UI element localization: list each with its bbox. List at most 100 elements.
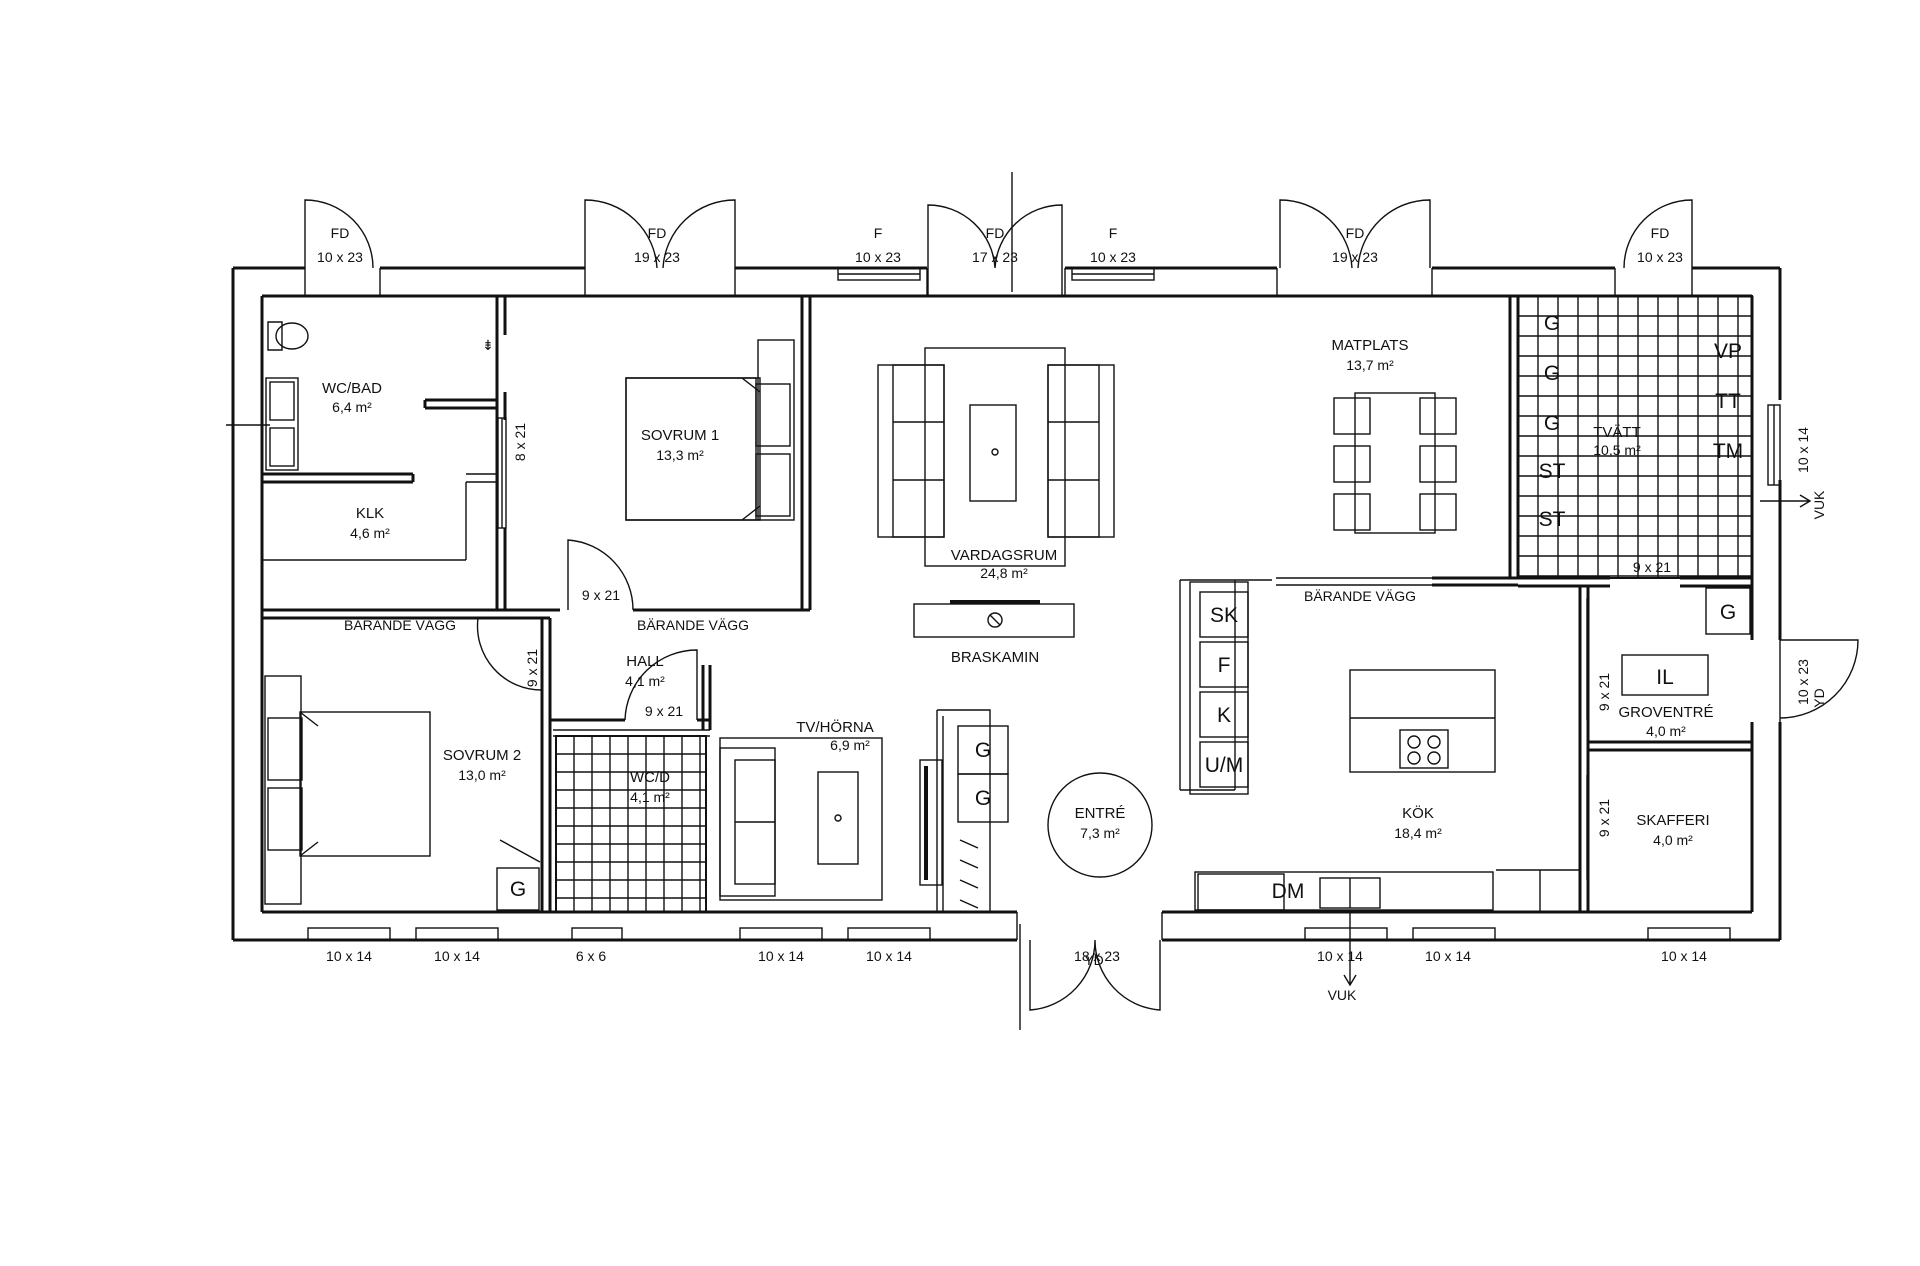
barande-vagg-label-1: BÄRANDE VÄGG	[344, 617, 456, 633]
right-door-label: 10 x 23	[1795, 659, 1811, 705]
sovrum1-door-label: 9 x 21	[582, 587, 620, 603]
sovrum2-door	[476, 617, 543, 691]
wc-bad-door	[497, 417, 507, 529]
kitchen-column	[1189, 581, 1249, 795]
sovrum2-cabinet: G	[510, 878, 526, 901]
entre-name: ENTRÉ	[1075, 805, 1126, 822]
kitchen-f: F	[1218, 654, 1231, 677]
outer-walls	[231, 266, 1782, 942]
tvatt-appliance-4: ST	[1539, 460, 1566, 483]
wc-bad-name: WC/BAD	[322, 380, 382, 397]
hall-name: HALL	[626, 653, 664, 670]
bottom-window-7-label: 10 x 14	[1425, 948, 1471, 964]
vuk-arrow-right	[1760, 494, 1812, 508]
kitchen-k: K	[1217, 704, 1231, 727]
top-opening-5-type: F	[1109, 225, 1118, 241]
sovrum2-name: SOVRUM 2	[443, 747, 521, 764]
entre-cabinet-1: G	[975, 739, 991, 762]
dishwasher: DM	[1272, 880, 1305, 903]
skafferi-door	[1579, 775, 1588, 880]
tvatt-appliance-tm: TM	[1713, 440, 1743, 463]
tvatt-appliance-2: G	[1544, 362, 1560, 385]
top-door-swings	[304, 172, 1693, 296]
top-opening-labels: FD 10 x 23 FD 19 x 23 F 10 x 23 FD 17 x …	[317, 225, 1683, 265]
bottom-window-4-label: 10 x 14	[758, 948, 804, 964]
sovrum1-area: 13,3 m²	[656, 447, 704, 463]
tvatt-appliance-5: ST	[1539, 508, 1566, 531]
bottom-window-2-label: 10 x 14	[434, 948, 480, 964]
room-labels: WC/BAD 6,4 m² KLK 4,6 m² SOVRUM 1 13,3 m…	[322, 337, 1714, 848]
top-opening-4-type: FD	[986, 225, 1005, 241]
top-opening-3-type: F	[874, 225, 883, 241]
right-window-label: 10 x 14	[1795, 427, 1811, 473]
hall-door	[624, 649, 698, 721]
top-opening-7-type: FD	[1651, 225, 1670, 241]
skafferi-door-label: 9 x 21	[1596, 799, 1612, 837]
tvatt-appliance-vp: VP	[1714, 340, 1742, 363]
sovrum2-door-label: 9 x 21	[524, 649, 540, 687]
top-opening-4-size: 17 x 23	[972, 249, 1018, 265]
wcd-name: WC/D	[630, 769, 670, 786]
kok-name: KÖK	[1402, 804, 1434, 822]
tvatt-appliance-3: G	[1544, 412, 1560, 435]
bottom-window-labels: 10 x 14 10 x 14 6 x 6 10 x 14 10 x 14 18…	[326, 948, 1707, 964]
bottom-window-3-label: 6 x 6	[576, 948, 607, 964]
top-opening-2-type: FD	[648, 225, 667, 241]
matplats-area: 13,7 m²	[1346, 357, 1394, 373]
tvatt-area: 10,5 m²	[1593, 442, 1641, 458]
bottom-windows	[307, 927, 1731, 941]
vardagsrum-name: VARDAGSRUM	[951, 547, 1057, 564]
top-opening-7-size: 10 x 23	[1637, 249, 1683, 265]
tv-horna-area: 6,9 m²	[830, 737, 870, 753]
braskamin-label: BRASKAMIN	[951, 649, 1039, 666]
bottom-window-8-label: 10 x 14	[1661, 948, 1707, 964]
kok-area: 18,4 m²	[1394, 825, 1442, 841]
sovrum2-bed	[264, 675, 541, 911]
kitchen-um: U/M	[1205, 754, 1244, 777]
skafferi-name: SKAFFERI	[1636, 812, 1709, 829]
vuk-label-bottom: VUK	[1328, 987, 1357, 1003]
tv-horna-furniture	[719, 737, 943, 901]
top-opening-6-type: FD	[1346, 225, 1365, 241]
vardagsrum-furniture	[877, 347, 1115, 567]
top-window-2	[1071, 267, 1155, 281]
sovrum2-area: 13,0 m²	[458, 767, 506, 783]
barande-vagg-label-2: BÄRANDE VÄGG	[637, 617, 749, 633]
sovrum1-bed	[625, 339, 795, 521]
entre-cabinets	[957, 725, 1009, 909]
groventre-area: 4,0 m²	[1646, 723, 1686, 739]
bottom-window-5-label: 10 x 14	[866, 948, 912, 964]
top-opening-2-size: 19 x 23	[634, 249, 680, 265]
kitchen-sk: SK	[1210, 604, 1238, 627]
main-door-label: 18 x 23	[1074, 948, 1120, 964]
bottom-window-1-label: 10 x 14	[326, 948, 372, 964]
wcd-tiles	[555, 735, 707, 913]
wc-bad-area: 6,4 m²	[332, 399, 372, 415]
light-icon: ⇟	[482, 337, 494, 353]
klk-area: 4,6 m²	[350, 525, 390, 541]
tv-horna-name: TV/HÖRNA	[796, 718, 874, 736]
entre-cabinet-2: G	[975, 787, 991, 810]
vuk-arrow-bottom	[1343, 910, 1357, 987]
yd-label-right: YD	[1811, 688, 1827, 707]
top-window-1	[837, 267, 921, 281]
yd-label-bottom: YD	[1084, 952, 1103, 968]
tvatt-appliance-1: G	[1544, 312, 1560, 335]
other-labels: BÄRANDE VÄGG BÄRANDE VÄGG BÄRANDE VÄGG B…	[344, 490, 1827, 1003]
kitchen-island	[1349, 669, 1496, 773]
matplats-table	[1333, 392, 1457, 534]
top-opening-6-size: 19 x 23	[1332, 249, 1378, 265]
groventre-bench: IL	[1656, 666, 1674, 689]
door-labels: 8 x 21 9 x 21 9 x 21 9 x 21 9 x 21 9 x 2…	[512, 423, 1811, 837]
klk-name: KLK	[356, 505, 384, 522]
groventre-fixtures	[1621, 587, 1751, 696]
wc-bad-door-label: 8 x 21	[512, 423, 528, 461]
skafferi-area: 4,0 m²	[1653, 832, 1693, 848]
tvatt-door-label: 9 x 21	[1633, 559, 1671, 575]
hall-area: 4,1 m²	[625, 673, 665, 689]
groventre-door-label: 9 x 21	[1596, 673, 1612, 711]
main-door	[1019, 924, 1161, 1030]
top-opening-1-type: FD	[331, 225, 350, 241]
bottom-window-6-label: 10 x 14	[1317, 948, 1363, 964]
